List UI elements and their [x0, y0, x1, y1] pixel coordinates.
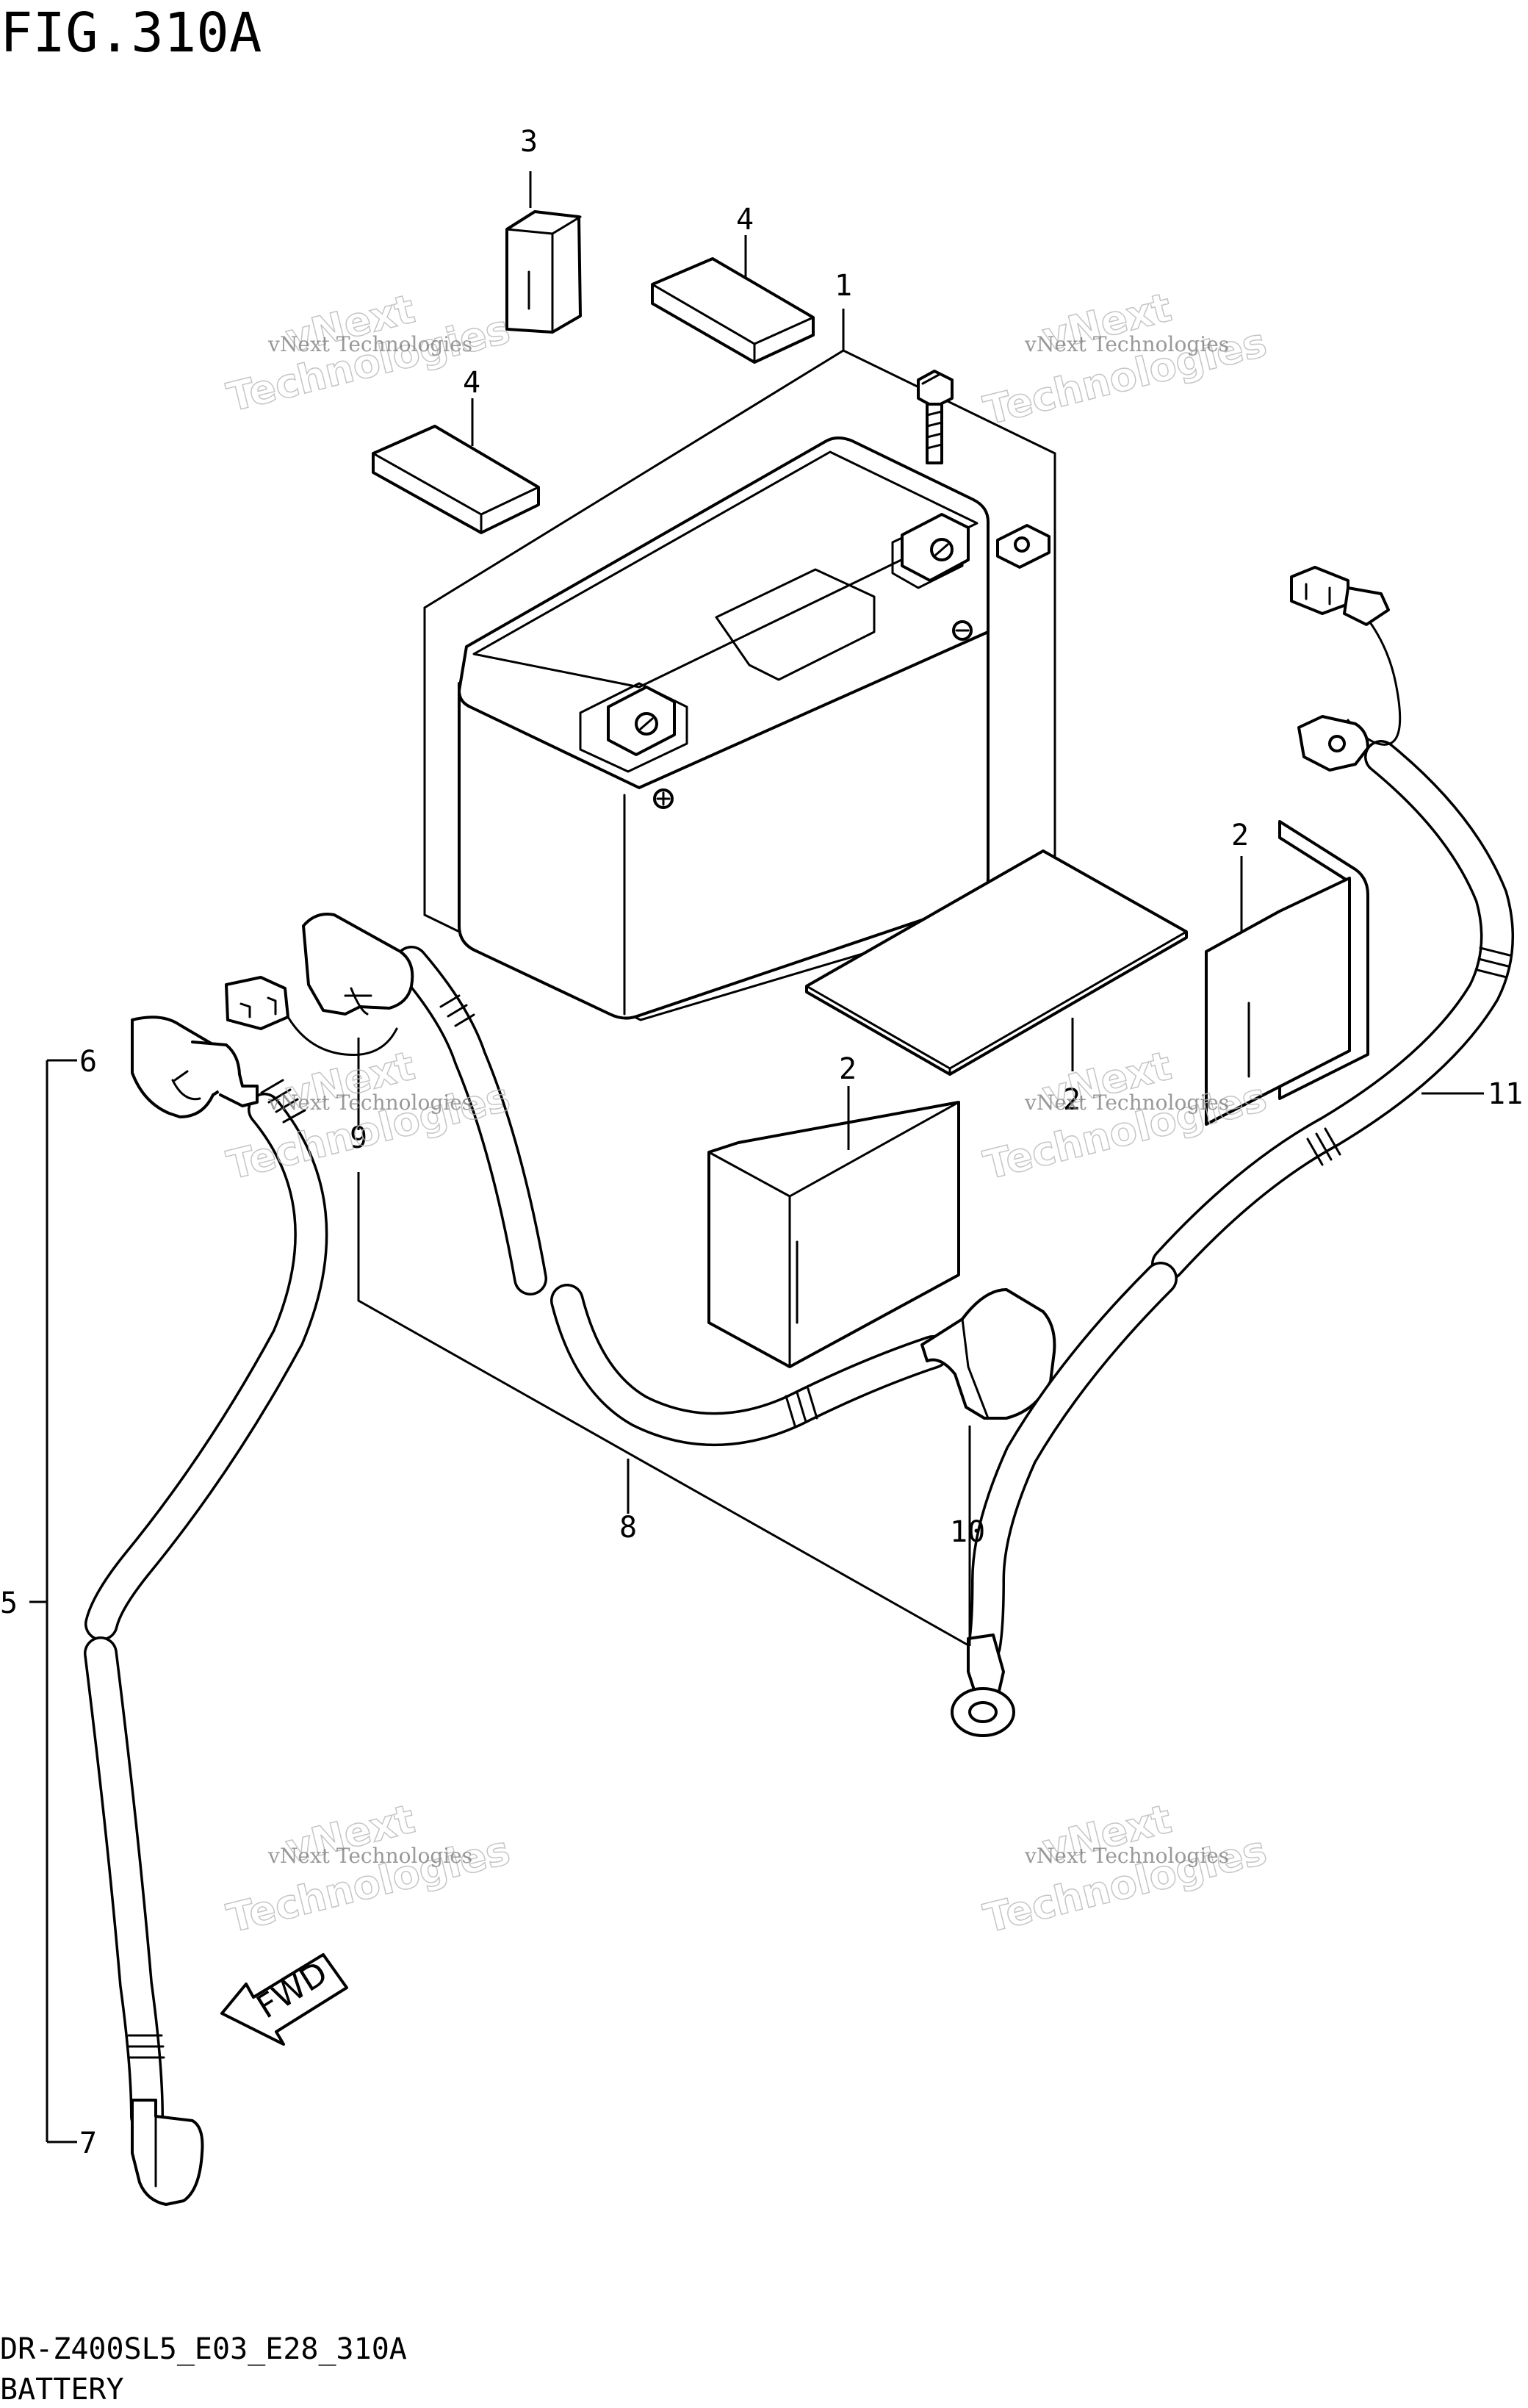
part-5-cable[interactable] — [84, 1079, 328, 2133]
watermark-bottom-left: Technologies vNext vNext Technologies — [222, 1795, 515, 1943]
figure-title: FIG.310A — [0, 1, 262, 65]
part-2-cover-lower[interactable] — [707, 1101, 960, 1368]
callout-9: 9 — [350, 1121, 367, 1155]
svg-text:vNext Technologies: vNext Technologies — [1024, 1844, 1229, 1868]
callout-4-upper: 4 — [736, 203, 754, 237]
svg-text:vNext Technologies: vNext Technologies — [1024, 1090, 1229, 1115]
svg-text:vNext Technologies: vNext Technologies — [267, 1844, 472, 1868]
callout-2-cover-right: 2 — [1231, 819, 1249, 852]
negative-terminal-bracket — [607, 686, 676, 756]
part-11-ring-terminal — [951, 1634, 1015, 1737]
part-7-terminal-boot[interactable] — [131, 2099, 204, 2206]
model-code: DR-Z400SL5_E03_E28_310A — [0, 2332, 407, 2366]
leader-lines — [29, 171, 1484, 2143]
callout-4-lower: 4 — [463, 366, 480, 400]
part-11-connector — [1290, 566, 1390, 626]
callout-10: 10 — [950, 1515, 985, 1549]
svg-text:vNext Technologies: vNext Technologies — [267, 332, 472, 356]
callout-6: 6 — [79, 1045, 97, 1079]
callout-11: 11 — [1488, 1077, 1523, 1111]
part-11-cable[interactable] — [967, 616, 1514, 1663]
part-6-terminal-boot[interactable] — [131, 1016, 259, 1118]
part-8-cable[interactable] — [394, 946, 950, 1446]
watermark-top-right: Technologies vNext vNext Technologies — [979, 284, 1272, 435]
svg-text:vNext Technologies: vNext Technologies — [1024, 332, 1229, 356]
callout-5: 5 — [0, 1586, 18, 1620]
part-4-pad-upper[interactable] — [651, 257, 815, 364]
positive-terminal-bracket — [901, 513, 970, 582]
callout-2-sheet: 2 — [1063, 1083, 1081, 1117]
terminal-bolt[interactable] — [917, 370, 954, 464]
part-10-terminal-boot[interactable] — [920, 1288, 1056, 1420]
part-2-sheet[interactable] — [805, 849, 1188, 1076]
callout-1: 1 — [835, 269, 852, 303]
callout-7: 7 — [79, 2127, 97, 2160]
callout-8: 8 — [619, 1511, 637, 1545]
part-3-block[interactable] — [505, 210, 582, 334]
part-11-upper-bracket — [1297, 715, 1369, 772]
diagram-caption: BATTERY — [0, 2373, 124, 2407]
battery[interactable] — [458, 436, 990, 1020]
svg-text:vNext Technologies: vNext Technologies — [267, 1090, 472, 1115]
part-2-cover-right[interactable] — [1205, 820, 1369, 1126]
watermark-top-left: Technologies vNext vNext Technologies — [222, 285, 515, 422]
callout-3: 3 — [520, 125, 538, 159]
fwd-arrow-icon: FWD — [220, 1953, 348, 2046]
part-9-terminal-boot[interactable] — [225, 913, 414, 1057]
part-4-pad-lower[interactable] — [372, 425, 540, 534]
watermark-bottom-right: Technologies vNext vNext Technologies — [979, 1795, 1272, 1943]
callout-2-cover-lower: 2 — [839, 1052, 857, 1086]
terminal-nut[interactable] — [996, 524, 1050, 569]
battery-assembly-frame — [423, 349, 1056, 1021]
